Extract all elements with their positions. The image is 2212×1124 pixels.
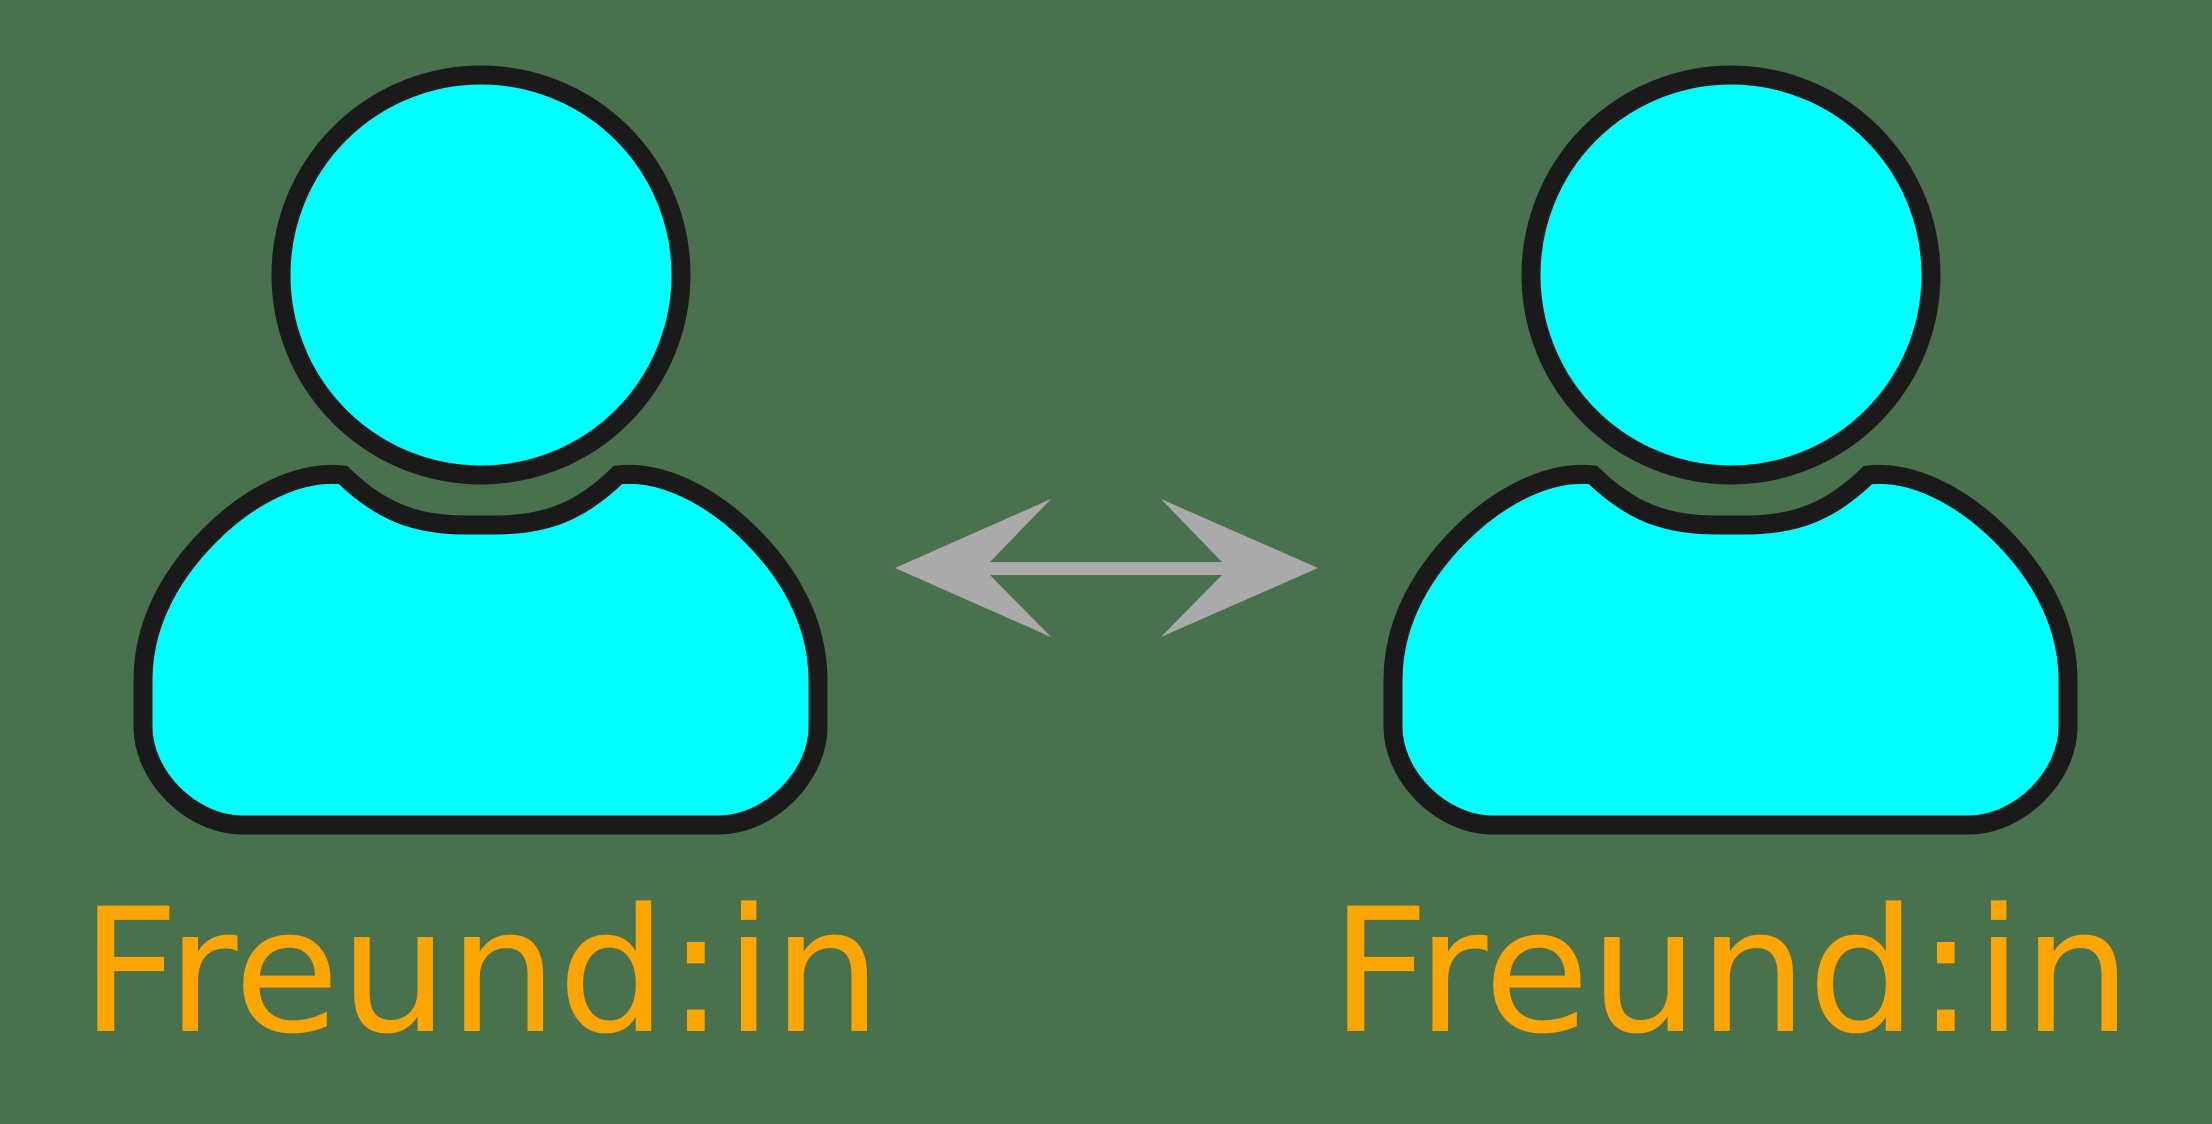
person-body (1383, 464, 2078, 835)
person-label: Freund:in (1330, 871, 2131, 1072)
double-headed-arrow-icon (895, 499, 1318, 637)
person-head (1521, 65, 1941, 485)
person-icon (133, 65, 828, 835)
arrow-shape (895, 499, 1318, 637)
person-label: Freund:in (80, 871, 881, 1072)
person-right: Freund:in (1330, 65, 2132, 1072)
person-head (271, 65, 691, 485)
person-left: Freund:in (80, 65, 882, 1072)
person-body (133, 464, 828, 835)
person-icon (1383, 65, 2078, 835)
